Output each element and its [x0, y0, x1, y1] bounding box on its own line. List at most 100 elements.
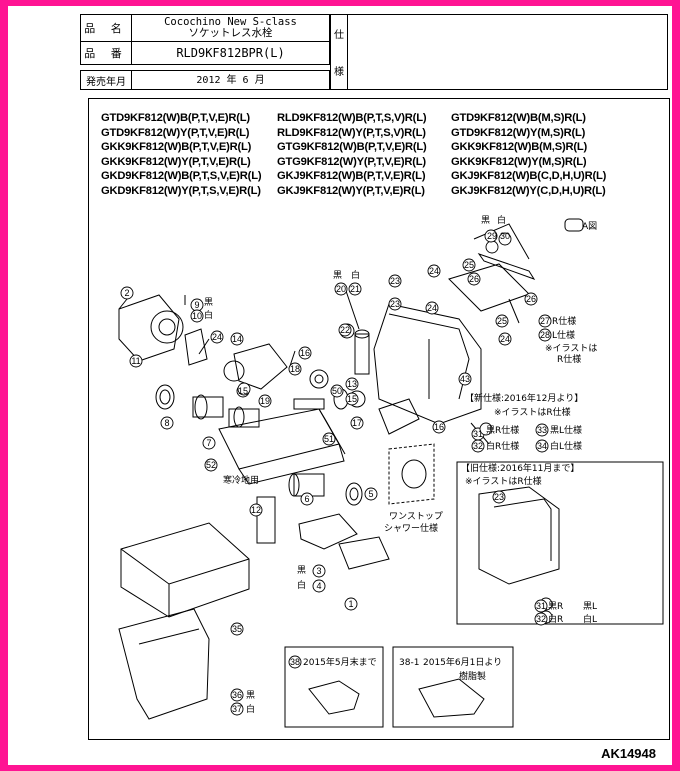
svg-text:34: 34 [537, 441, 547, 451]
spec-box: 仕 様 [330, 14, 668, 90]
svg-text:12: 12 [251, 505, 261, 515]
svg-text:26: 26 [469, 274, 479, 284]
svg-text:白: 白 [351, 269, 360, 281]
svg-text:6: 6 [304, 494, 309, 504]
svg-text:ワンストップ: ワンストップ [389, 511, 443, 522]
svg-text:28: 28 [540, 330, 550, 340]
svg-text:27: 27 [540, 316, 550, 326]
svg-text:13: 13 [347, 379, 357, 389]
svg-text:16: 16 [434, 422, 444, 432]
svg-text:黒: 黒 [481, 215, 490, 226]
svg-text:15: 15 [347, 394, 357, 404]
svg-text:黒: 黒 [204, 297, 213, 308]
svg-text:10: 10 [192, 311, 202, 321]
model-column-2: RLD9KF812(W)B(P,T,S,V)R(L)RLD9KF812(W)Y(… [277, 112, 427, 197]
svg-text:4: 4 [316, 581, 321, 591]
svg-text:5: 5 [368, 489, 373, 499]
svg-text:38-1: 38-1 [399, 658, 419, 668]
date-label: 発売年月 [81, 71, 132, 89]
svg-text:8: 8 [164, 418, 169, 428]
svg-text:2015年6月1日より: 2015年6月1日より [423, 656, 502, 668]
svg-text:R仕様: R仕様 [557, 353, 581, 365]
svg-text:※イラストはR仕様: ※イラストはR仕様 [465, 475, 542, 487]
svg-text:9: 9 [194, 300, 199, 310]
release-date: 発売年月 2012 年 6 月 [80, 70, 330, 90]
svg-text:30: 30 [500, 231, 510, 241]
parts-sheet: 品 名 Cocochino New S-class ソケットレス水栓 品 番 R… [8, 6, 672, 765]
svg-text:32: 32 [473, 441, 483, 451]
svg-text:L仕様: L仕様 [552, 329, 575, 341]
svg-text:【旧仕様:2016年11月まで】: 【旧仕様:2016年11月まで】 [461, 462, 579, 474]
svg-text:黒R: 黒R [548, 601, 563, 612]
svg-text:24: 24 [427, 303, 437, 313]
svg-text:37: 37 [232, 704, 242, 714]
svg-text:寒冷地用: 寒冷地用 [223, 474, 259, 486]
document-code: AK14948 [601, 746, 656, 761]
svg-text:白: 白 [297, 579, 306, 591]
svg-text:※イラストはR仕様: ※イラストはR仕様 [494, 406, 571, 418]
svg-text:29: 29 [487, 231, 497, 241]
svg-text:2: 2 [124, 288, 129, 298]
svg-text:シャワー仕様: シャワー仕様 [384, 522, 438, 534]
fig-a-label: A図 [582, 221, 597, 232]
svg-text:31: 31 [473, 429, 483, 439]
svg-text:35: 35 [232, 624, 242, 634]
svg-text:24: 24 [500, 334, 510, 344]
model-column-3: GTD9KF812(W)B(M,S)R(L)GTD9KF812(W)Y(M,S)… [451, 112, 607, 197]
svg-text:【新仕様:2016年12月より】: 【新仕様:2016年12月より】 [465, 392, 583, 404]
product-name: Cocochino New S-class ソケットレス水栓 [164, 16, 297, 39]
svg-text:21: 21 [350, 284, 360, 294]
svg-text:黒R仕様: 黒R仕様 [486, 424, 519, 436]
svg-text:24: 24 [429, 266, 439, 276]
svg-text:33: 33 [537, 425, 547, 435]
svg-text:白L仕様: 白L仕様 [550, 440, 582, 452]
svg-text:23: 23 [390, 276, 400, 286]
svg-text:黒: 黒 [297, 565, 306, 576]
svg-text:23: 23 [390, 299, 400, 309]
svg-text:36: 36 [232, 690, 242, 700]
svg-text:23: 23 [494, 492, 504, 502]
svg-text:20: 20 [336, 284, 346, 294]
svg-text:白R仕様: 白R仕様 [486, 440, 519, 452]
svg-text:11: 11 [131, 356, 140, 366]
svg-text:黒: 黒 [246, 690, 255, 701]
svg-text:43: 43 [460, 374, 470, 384]
model-column-1: GTD9KF812(W)B(P,T,V,E)R(L)GTD9KF812(W)Y(… [101, 112, 262, 197]
svg-text:黒L: 黒L [583, 601, 597, 612]
svg-text:22: 22 [340, 325, 350, 335]
svg-text:1: 1 [348, 599, 353, 609]
svg-text:50: 50 [332, 386, 342, 396]
svg-text:白: 白 [246, 703, 255, 715]
svg-text:3: 3 [316, 566, 321, 576]
number-label: 品 番 [81, 42, 132, 64]
svg-text:黒: 黒 [333, 270, 342, 281]
svg-text:16: 16 [300, 348, 310, 358]
svg-text:白L: 白L [583, 613, 597, 625]
svg-text:52: 52 [206, 460, 216, 470]
name-label: 品 名 [81, 15, 132, 41]
svg-text:14: 14 [232, 334, 242, 344]
svg-text:18: 18 [290, 364, 300, 374]
date-value: 2012 年 6 月 [196, 74, 265, 86]
svg-text:17: 17 [352, 418, 362, 428]
svg-text:32: 32 [536, 614, 546, 624]
svg-text:※イラストは: ※イラストは [545, 343, 597, 354]
product-header: 品 名 Cocochino New S-class ソケットレス水栓 品 番 R… [80, 14, 330, 65]
svg-text:19: 19 [260, 396, 270, 406]
svg-text:15: 15 [238, 386, 248, 396]
svg-text:白R: 白R [548, 613, 563, 625]
svg-text:R仕様: R仕様 [552, 315, 576, 327]
product-number: RLD9KF812BPR(L) [176, 45, 285, 60]
svg-text:白: 白 [497, 214, 506, 226]
svg-text:2015年5月末まで: 2015年5月末まで [303, 656, 377, 668]
svg-text:25: 25 [464, 260, 474, 270]
svg-text:樹脂製: 樹脂製 [459, 670, 486, 682]
svg-text:31: 31 [536, 601, 546, 611]
svg-text:38: 38 [290, 657, 300, 667]
svg-text:24: 24 [212, 332, 222, 342]
svg-text:黒L仕様: 黒L仕様 [550, 424, 582, 436]
svg-text:7: 7 [206, 438, 211, 448]
spec-label: 仕 様 [331, 15, 348, 89]
svg-text:51: 51 [324, 434, 334, 444]
